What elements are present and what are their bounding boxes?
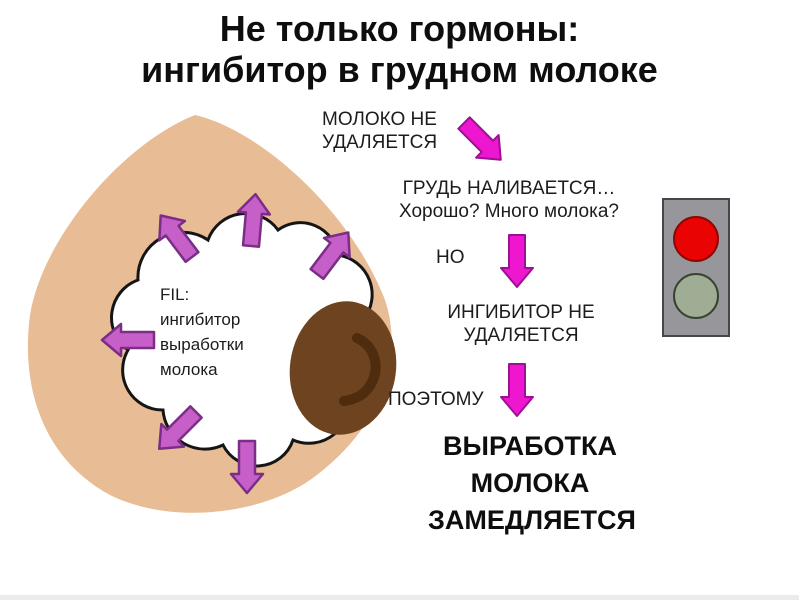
flow-step3-line1: ИНГИБИТОР НЕ bbox=[447, 302, 595, 323]
traffic-light-green-lamp bbox=[673, 273, 719, 319]
flow-step-milk-production-slows: ВЫРАБОТКА МОЛОКА ЗАМЕДЛЯЕТСЯ bbox=[428, 428, 636, 539]
flow-step-breast-fills: ГРУДЬ НАЛИВАЕТСЯ… Хорошо? Много молока? bbox=[384, 177, 634, 223]
flow-step4-line2: МОЛОКА bbox=[470, 468, 590, 498]
fil-label-line1: FIL: bbox=[160, 285, 190, 304]
flow-step1-line2: УДАЛЯЕТСЯ bbox=[322, 132, 438, 153]
breast-illustration bbox=[27, 115, 397, 513]
flow-step2-line1: ГРУДЬ НАЛИВАЕТСЯ… bbox=[402, 178, 616, 199]
traffic-light-red-lamp bbox=[673, 216, 719, 262]
fil-label-line3: выработки bbox=[160, 335, 244, 354]
page-title-line1: Не только гормоны: bbox=[219, 8, 580, 49]
flow-step1-line1: МОЛОКО НЕ bbox=[322, 109, 437, 130]
flow-step4-line1: ВЫРАБОТКА bbox=[443, 431, 617, 461]
flow-step3-line2: УДАЛЯЕТСЯ bbox=[463, 325, 579, 346]
fil-inhibitor-label: FIL: ингибитор выработки молока bbox=[160, 282, 244, 382]
flow-step-inhibitor-not-removed: ИНГИБИТОР НЕ УДАЛЯЕТСЯ bbox=[421, 301, 621, 347]
arrow-down-right-icon bbox=[451, 110, 514, 173]
flow-step2-line2: Хорошо? Много молока? bbox=[398, 201, 619, 222]
fil-label-line4: молока bbox=[160, 360, 218, 379]
slide-bottom-border bbox=[0, 595, 799, 600]
nipple-crease bbox=[339, 333, 381, 406]
flow-connector-therefore: ПОЭТОМУ bbox=[388, 389, 484, 410]
arrow-down-icon bbox=[500, 234, 534, 288]
fil-label-line2: ингибитор bbox=[160, 310, 241, 329]
page-title: Не только гормоны: ингибитор в грудном м… bbox=[0, 8, 799, 90]
arrow-down-icon bbox=[500, 363, 534, 417]
traffic-light-icon bbox=[662, 198, 730, 337]
flow-connector-but: НО bbox=[436, 247, 465, 268]
flow-step-milk-not-removed: МОЛОКО НЕ УДАЛЯЕТСЯ bbox=[322, 108, 437, 154]
nipple-shape bbox=[289, 301, 397, 435]
page-title-line2: ингибитор в грудном молоке bbox=[141, 49, 658, 90]
flow-step4-line3: ЗАМЕДЛЯЕТСЯ bbox=[428, 505, 636, 535]
